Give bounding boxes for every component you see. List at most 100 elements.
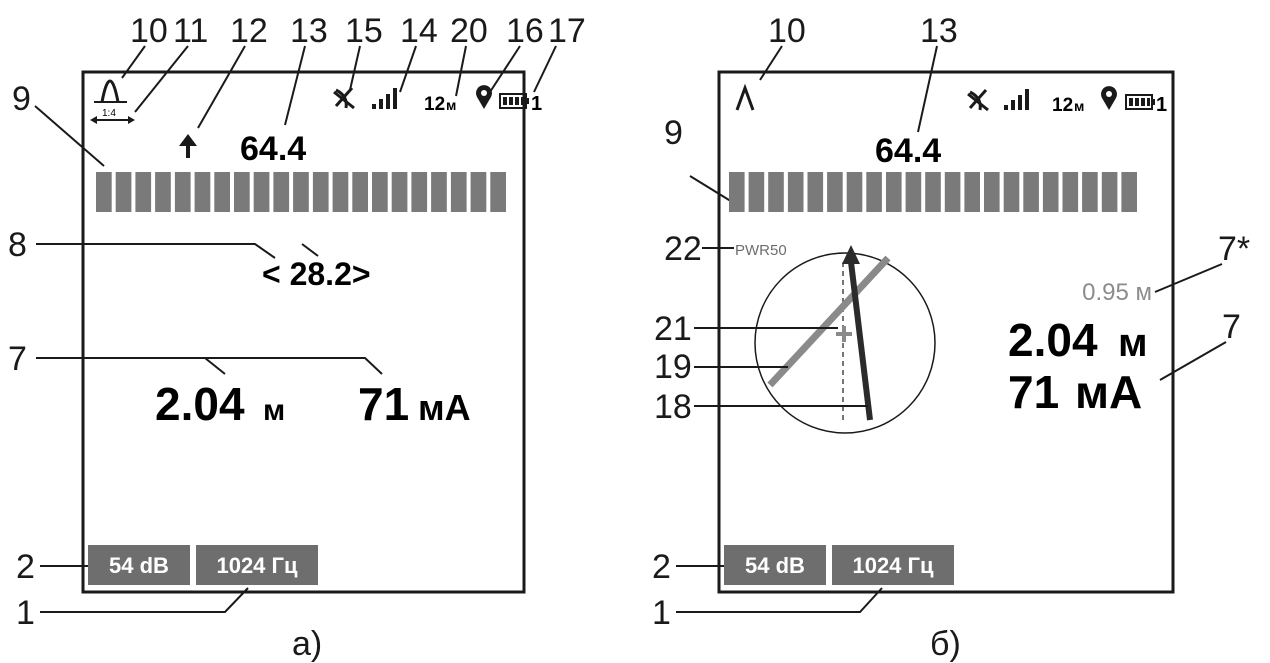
callout-12-a: 12 — [230, 12, 268, 50]
battery-digit-b: 1 — [1156, 94, 1167, 116]
range-unit-b: м — [1074, 98, 1084, 114]
freq-badge-text-a: 1024 Гц — [216, 553, 298, 578]
pipe-direction-line — [767, 255, 891, 388]
bar-b-segment — [827, 172, 843, 212]
gain-badge-text-a: 54 dB — [109, 553, 169, 578]
callout-22-b: 22 — [664, 230, 702, 268]
bar-b-segment — [1003, 172, 1020, 212]
bar-b-segment — [748, 172, 765, 212]
callout-10-b: 10 — [768, 12, 806, 50]
device-screen-a — [81, 70, 526, 594]
bar-b-segment — [1062, 172, 1079, 212]
bar-b-segment — [787, 172, 804, 212]
gain-badge-text-b: 54 dB — [745, 553, 805, 578]
leader-7-b — [1159, 341, 1227, 381]
up-arrow-icon — [179, 134, 197, 158]
scale-arrow-icon: 1:4 — [90, 108, 135, 124]
leader-1-a — [40, 587, 249, 613]
callout-1-b: 1 — [652, 594, 671, 632]
callout-7-a: 7 — [8, 340, 27, 378]
current-unit-a: мА — [418, 387, 471, 428]
bar-b-segment — [866, 172, 882, 212]
callout-11-a: 11 — [173, 12, 208, 50]
location-pin-icon — [476, 85, 492, 109]
needle-arrowhead — [842, 245, 860, 264]
bar-b-segment — [1082, 172, 1098, 212]
panel-a: 10 11 12 13 15 14 20 16 17 1:4 — [8, 12, 586, 663]
bar-b-segment — [1101, 172, 1118, 212]
callout-10-a: 10 — [130, 12, 168, 50]
bar-a-segment — [352, 172, 368, 212]
callout-7star-b: 7* — [1218, 230, 1250, 268]
callout-19-b: 19 — [654, 348, 692, 386]
panel-b: 10 13 12 м 1 64.4 — [652, 12, 1250, 663]
callout-18-b: 18 — [654, 388, 692, 426]
bar-b-segment — [944, 172, 961, 212]
bar-b-segment — [886, 172, 902, 212]
callout-9-a: 9 — [12, 80, 31, 118]
bar-b-segment — [1042, 172, 1059, 212]
bar-a-segment — [450, 172, 467, 212]
pulse-icon-b — [735, 83, 755, 111]
bar-b-segment — [729, 172, 745, 212]
current-unit-b: мА — [1075, 366, 1142, 418]
gain-badge-a — [88, 545, 190, 585]
bar-a-segment — [194, 172, 211, 212]
range-label-b: 12 — [1052, 95, 1073, 116]
battery-icon — [499, 93, 529, 109]
battery-icon-b — [1125, 94, 1155, 110]
bar-a-segment — [312, 172, 329, 212]
secondary-depth-b: 0.95 м — [1082, 279, 1152, 306]
callout-21-b: 21 — [654, 310, 692, 348]
freq-badge-a — [196, 545, 318, 585]
bar-a-segment — [332, 172, 349, 212]
satellite-off-icon — [333, 87, 355, 110]
depth-unit-a: м — [263, 394, 285, 427]
pulse-icon — [100, 79, 120, 103]
callout-15-a: 15 — [345, 12, 383, 50]
current-value-a: 71 — [358, 378, 409, 430]
bar-b-segment — [1121, 172, 1137, 212]
bar-b-segment — [984, 172, 1000, 212]
callout-13-a: 13 — [290, 12, 328, 50]
callout-1-a: 1 — [16, 594, 35, 632]
range-label-a: 12 — [424, 94, 445, 115]
bar-a-segment — [174, 172, 191, 212]
leader-1-b — [676, 587, 883, 613]
callout-2-a: 2 — [16, 548, 35, 586]
callout-17-a: 17 — [548, 12, 586, 50]
range-unit-a: м — [446, 97, 456, 113]
bar-b-segment — [1023, 172, 1039, 212]
bar-b-segment — [905, 172, 922, 212]
bar-a-segment — [391, 172, 408, 212]
leader-7b-a — [205, 357, 383, 375]
bar-a-segment — [234, 172, 250, 212]
freq-badge-text-b: 1024 Гц — [852, 553, 934, 578]
leader-lines-top-a — [121, 45, 557, 129]
bar-a-segment — [214, 172, 230, 212]
bar-a-segment — [470, 172, 487, 212]
leader-9-a — [34, 105, 105, 167]
leader-13-b — [917, 45, 938, 133]
top-value-a: 64.4 — [240, 130, 306, 168]
leader-8-a — [36, 243, 276, 259]
bar-a-segment — [135, 172, 152, 212]
depth-value-a: 2.04 — [155, 378, 245, 430]
compass-circle-icon — [754, 245, 936, 434]
caption-a: а) — [292, 625, 322, 663]
bar-a-segment — [273, 172, 290, 212]
signal-bar-graph-a — [96, 172, 506, 212]
callout-14-a: 14 — [400, 12, 438, 50]
bar-b-segment — [925, 172, 941, 212]
depth-unit-b: м — [1118, 321, 1148, 365]
freq-badge-b — [832, 545, 954, 585]
callout-7-b: 7 — [1222, 308, 1241, 346]
bracket-value-a: < 28.2> — [262, 256, 371, 292]
bar-a-segment — [293, 172, 309, 212]
device-screen-b — [717, 70, 1175, 594]
bar-a-segment — [431, 172, 447, 212]
signal-bars-icon — [372, 88, 397, 109]
top-value-b: 64.4 — [875, 132, 941, 170]
bar-a-segment — [490, 172, 506, 212]
